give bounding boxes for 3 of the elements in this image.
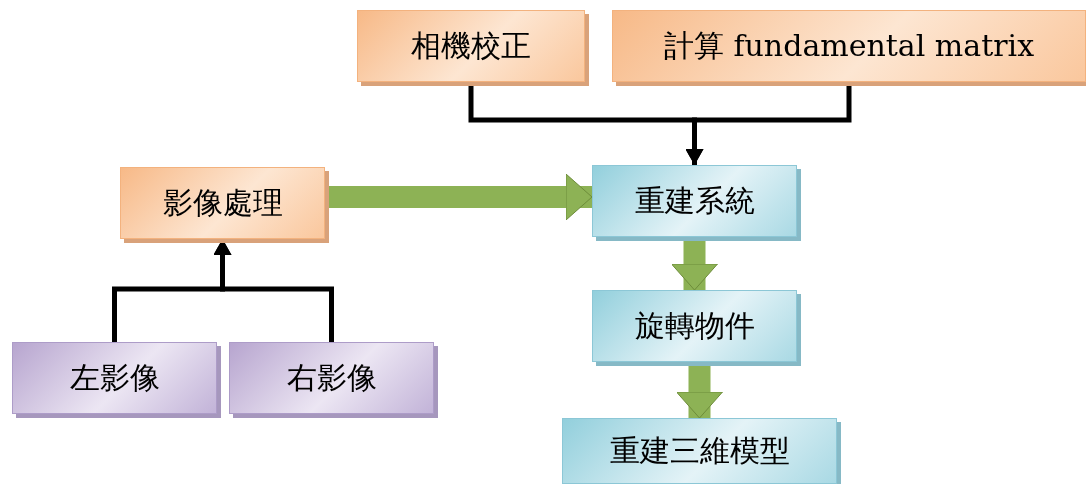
block-arrow (329, 173, 593, 221)
block-arrow (671, 241, 718, 291)
block-arrow (676, 366, 723, 419)
